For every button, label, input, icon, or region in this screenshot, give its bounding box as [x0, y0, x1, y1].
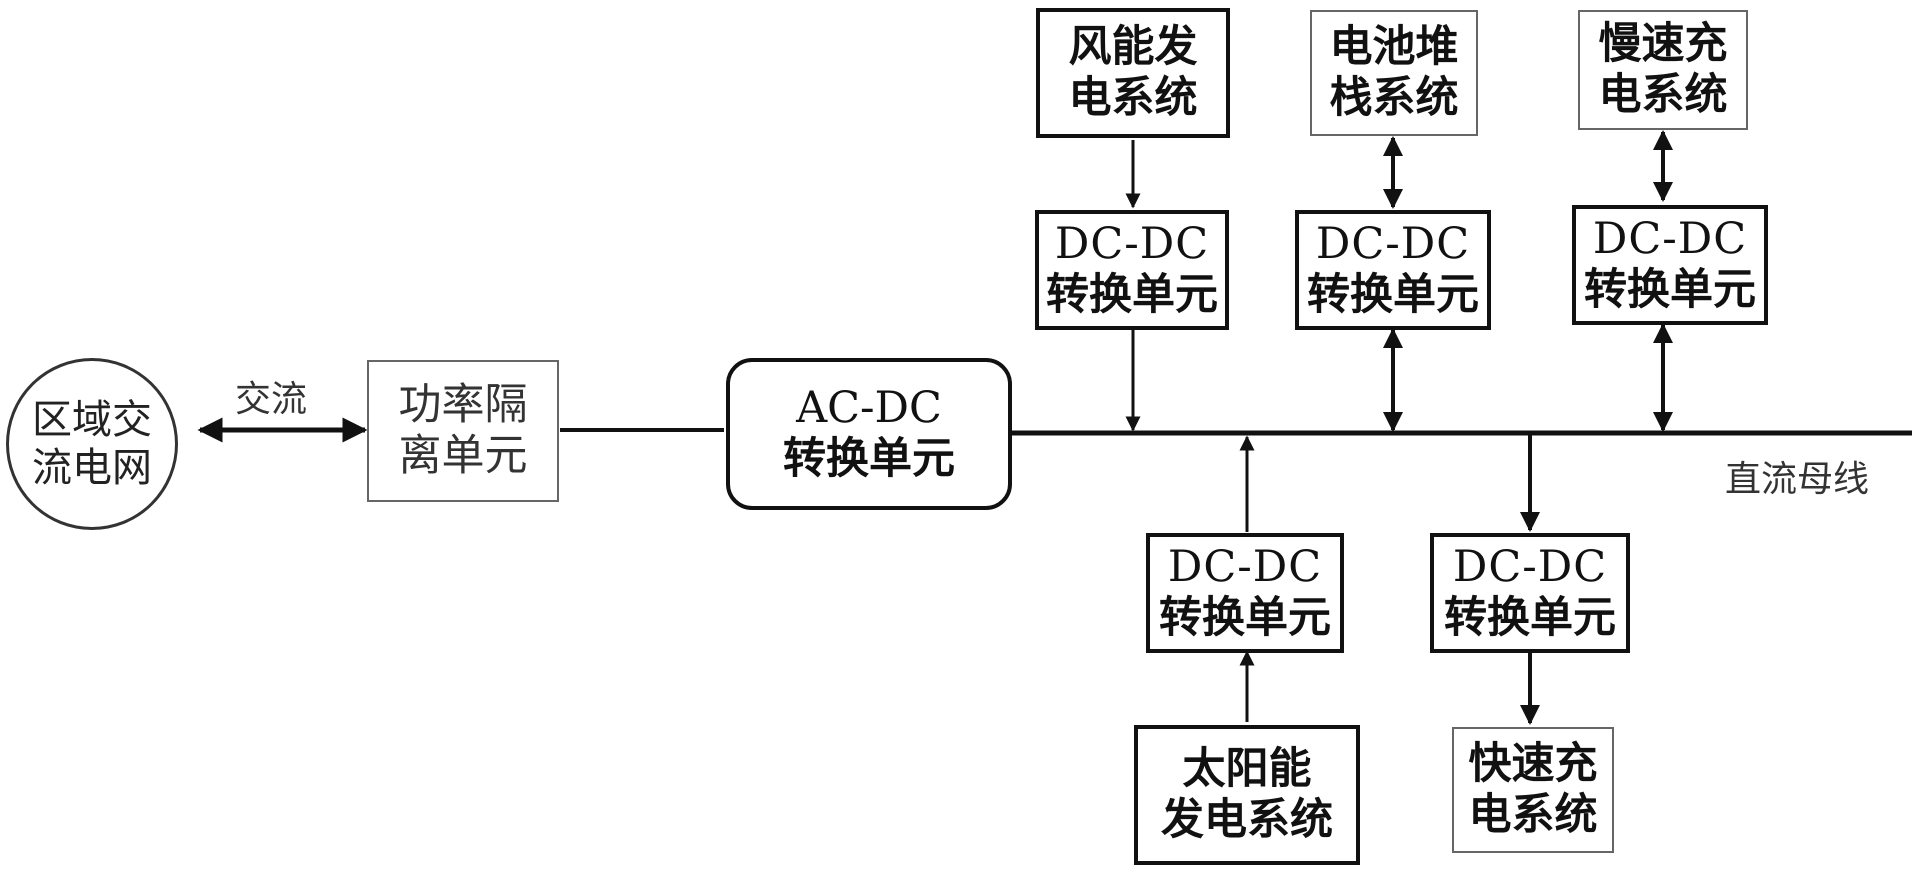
solar-power-system: 太阳能 发电系统	[1134, 725, 1360, 865]
dc-bus-label: 直流母线	[1725, 459, 1870, 500]
wind-power-system: 风能发 电系统	[1036, 8, 1230, 138]
grid-label-line1: 区域交	[32, 397, 152, 443]
wind-dcdc-line1: DC-DC	[1054, 219, 1210, 270]
acdc-unit-line2: 转换单元	[783, 434, 955, 484]
battery-dcdc-line2: 转换单元	[1307, 270, 1479, 320]
solar-dcdc-line1: DC-DC	[1167, 542, 1323, 593]
solar-line1: 太阳能	[1182, 744, 1312, 795]
acdc-unit-line1: AC-DC	[796, 383, 942, 434]
fast-charging-system: 快速充 电系统	[1452, 727, 1614, 853]
wind-line1: 风能发	[1068, 22, 1198, 73]
isolation-unit-line1: 功率隔	[398, 380, 528, 431]
slow-charge-dcdc-line1: DC-DC	[1592, 214, 1748, 265]
slow-charge-dcdc-line2: 转换单元	[1584, 265, 1756, 315]
fast-charge-line1: 快速充	[1468, 739, 1598, 790]
slow-charge-dcdc-unit: DC-DC 转换单元	[1572, 205, 1768, 325]
battery-dcdc-unit: DC-DC 转换单元	[1295, 210, 1491, 330]
power-isolation-unit: 功率隔 离单元	[367, 360, 559, 502]
fast-charge-line2: 电系统	[1468, 790, 1598, 840]
slow-charge-line1: 慢速充	[1598, 19, 1728, 70]
battery-line2: 栈系统	[1329, 73, 1459, 123]
slow-charge-line2: 电系统	[1598, 70, 1728, 120]
wind-dcdc-line2: 转换单元	[1046, 270, 1218, 320]
fast-charge-dcdc-line1: DC-DC	[1452, 542, 1608, 593]
solar-dcdc-line2: 转换单元	[1159, 593, 1331, 643]
acdc-conversion-unit: AC-DC 转换单元	[726, 358, 1012, 510]
regional-ac-grid: 区域交 流电网	[6, 358, 178, 530]
solar-dcdc-unit: DC-DC 转换单元	[1146, 533, 1344, 653]
grid-label-line2: 流电网	[32, 445, 152, 491]
wind-line2: 电系统	[1068, 73, 1198, 123]
battery-dcdc-line1: DC-DC	[1315, 219, 1471, 270]
solar-line2: 发电系统	[1161, 795, 1333, 845]
wind-dcdc-unit: DC-DC 转换单元	[1035, 210, 1229, 330]
ac-label: 交流	[235, 379, 308, 420]
isolation-unit-line2: 离单元	[398, 431, 528, 481]
fast-charge-dcdc-line2: 转换单元	[1444, 593, 1616, 643]
battery-stack-system: 电池堆 栈系统	[1310, 10, 1478, 136]
slow-charging-system: 慢速充 电系统	[1578, 10, 1748, 130]
fast-charge-dcdc-unit: DC-DC 转换单元	[1430, 533, 1630, 653]
battery-line1: 电池堆	[1329, 22, 1459, 73]
